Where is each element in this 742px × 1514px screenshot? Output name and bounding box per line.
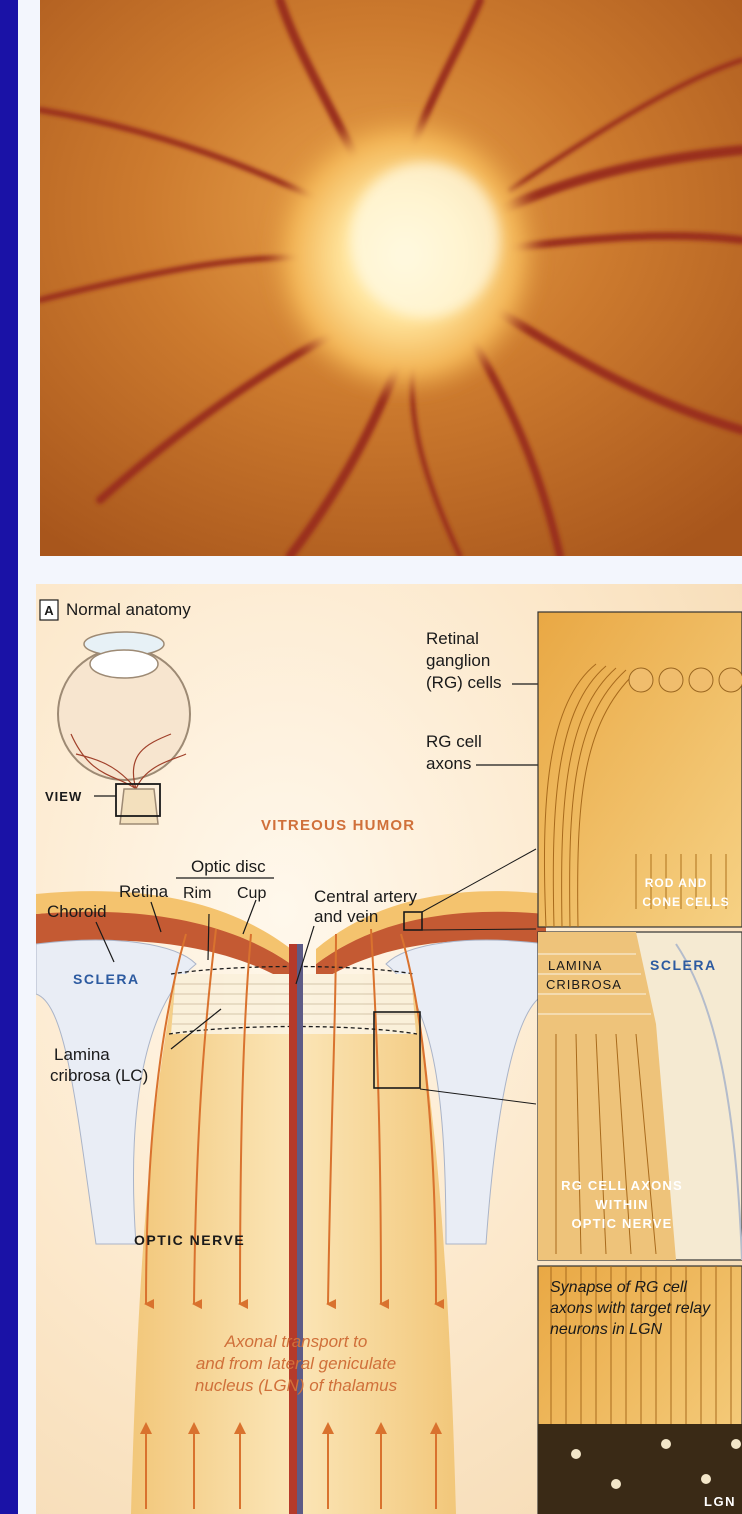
- synapse-label-line1: Synapse of RG cell: [550, 1279, 687, 1296]
- optic-nerve-diagram: A Normal anatomy VIEW VITREOUS HUMOR: [36, 584, 742, 1514]
- inset-retina: [538, 612, 742, 927]
- synapse-label-line3: neurons in LGN: [550, 1321, 663, 1338]
- rg-cells-label-line3: (RG) cells: [426, 673, 502, 692]
- inset-lamina-label-line1: LAMINA: [548, 958, 602, 973]
- retina-label: Retina: [119, 882, 169, 901]
- rg-cells-label-line2: ganglion: [426, 651, 490, 670]
- rg-axons-label-line2: axons: [426, 754, 471, 773]
- optic-cup: [350, 162, 500, 318]
- cup-label: Cup: [237, 885, 266, 902]
- inset-axons-label-line1: RG CELL AXONS: [561, 1178, 683, 1193]
- sclera-label-left: SCLERA: [73, 971, 140, 987]
- page-border: [0, 0, 18, 1514]
- lamina-label-line1: Lamina: [54, 1045, 110, 1064]
- central-artery-label-line2: and vein: [314, 907, 378, 926]
- rod-cone-label-line2: CONE CELLS: [642, 895, 729, 909]
- lamina-label-line2: cribrosa (LC): [50, 1066, 148, 1085]
- view-label: VIEW: [45, 789, 82, 804]
- central-vein: [297, 944, 303, 1514]
- vitreous-humor-label: VITREOUS HUMOR: [261, 817, 415, 834]
- fundus-photograph: [40, 0, 742, 556]
- rg-axons-label-line1: RG cell: [426, 732, 482, 751]
- lgn-label: LGN: [704, 1494, 736, 1509]
- choroid-label: Choroid: [47, 902, 107, 921]
- panel-title: Normal anatomy: [66, 600, 191, 619]
- inset-axons-label-line2: WITHIN: [595, 1197, 648, 1212]
- inset-axons-label-line3: OPTIC NERVE: [571, 1216, 672, 1231]
- central-artery-label-line1: Central artery: [314, 887, 417, 906]
- inset-sclera-label: SCLERA: [650, 957, 717, 973]
- rod-cone-label-line1: ROD AND: [645, 876, 708, 890]
- optic-nerve-label: OPTIC NERVE: [134, 1232, 245, 1248]
- rim-label: Rim: [183, 885, 211, 902]
- inset-lamina-label-line2: CRIBROSA: [546, 977, 622, 992]
- optic-disc-label: Optic disc: [191, 857, 266, 876]
- panel-letter: A: [44, 603, 54, 618]
- transport-label-line3: nucleus (LGN) of thalamus: [195, 1376, 398, 1395]
- transport-label-line2: and from lateral geniculate: [196, 1354, 396, 1373]
- synapse-label-line2: axons with target relay: [550, 1300, 711, 1317]
- transport-label-line1: Axonal transport to: [224, 1332, 368, 1351]
- central-artery: [289, 944, 297, 1514]
- rg-cells-label-line1: Retinal: [426, 629, 479, 648]
